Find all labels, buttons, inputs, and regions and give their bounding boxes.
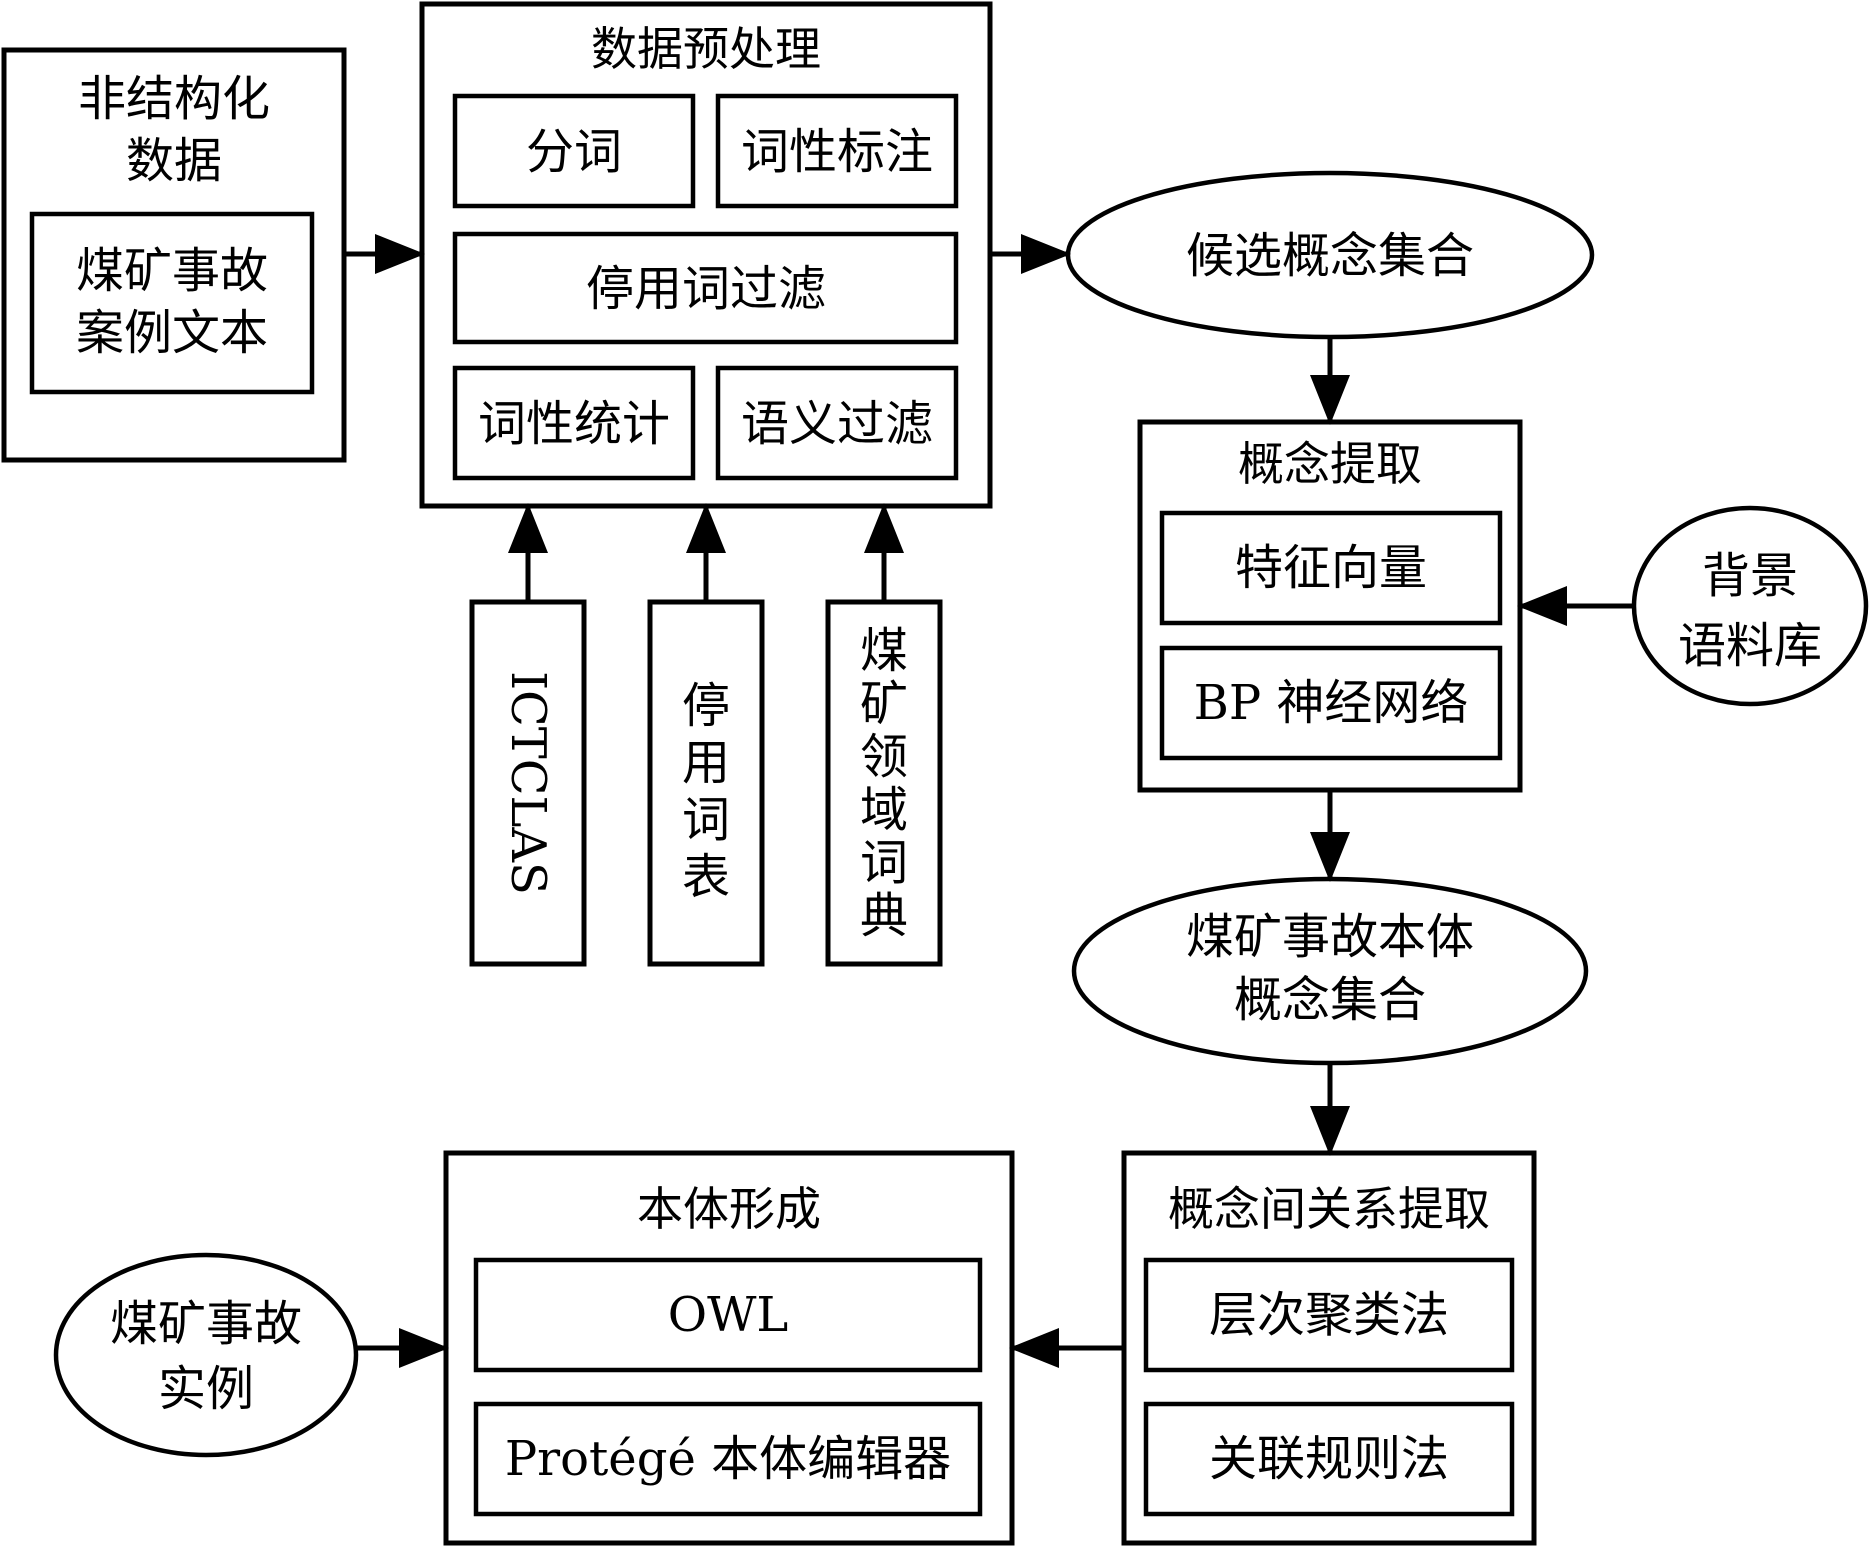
candidate-concepts-label: 候选概念集合 bbox=[1186, 228, 1474, 284]
case-text-line-1: 煤矿事故 bbox=[76, 243, 268, 299]
domain-dict-char-3: 领 bbox=[860, 729, 908, 785]
segmentation-label: 分词 bbox=[526, 124, 622, 180]
accident-instances-ellipse: 煤矿事故 实例 bbox=[53, 1252, 359, 1458]
candidate-concepts-ellipse: 候选概念集合 bbox=[1065, 170, 1595, 340]
ontology-concepts-line-1: 煤矿事故本体 bbox=[1186, 909, 1474, 965]
concept-extraction-title: 概念提取 bbox=[1238, 437, 1422, 491]
protege-label: Protégé 本体编辑器 bbox=[505, 1431, 951, 1487]
ontology-formation-box: 本体形成 OWL Protégé 本体编辑器 bbox=[443, 1150, 1015, 1546]
unstructured-data-box: 非结构化 数据 煤矿事故 案例文本 bbox=[1, 47, 347, 463]
ontology-formation-title: 本体形成 bbox=[637, 1182, 821, 1236]
ictclas-box: ICTCLAS bbox=[469, 599, 587, 967]
domain-dict-char-4: 域 bbox=[860, 782, 908, 838]
accident-instances-line-2: 实例 bbox=[158, 1361, 254, 1417]
stopword-filter-label: 停用词过滤 bbox=[586, 261, 826, 317]
domain-dict-char-5: 词 bbox=[860, 835, 908, 891]
background-corpus-line-2: 语料库 bbox=[1678, 618, 1822, 674]
stopword-list-char-2: 用 bbox=[682, 735, 730, 791]
semantic-filter-label: 语义过滤 bbox=[741, 396, 933, 452]
preprocess-box: 数据预处理 分词 词性标注 停用词过滤 词性统计 语义过滤 bbox=[419, 1, 993, 509]
relation-extraction-title: 概念间关系提取 bbox=[1168, 1182, 1490, 1236]
case-text-line-2: 案例文本 bbox=[76, 305, 268, 361]
pos-tagging-label: 词性标注 bbox=[741, 124, 933, 180]
background-corpus-ellipse: 背景 语料库 bbox=[1631, 505, 1869, 707]
concept-extraction-box: 概念提取 特征向量 BP 神经网络 bbox=[1137, 419, 1523, 793]
unstructured-title-line-1: 非结构化 bbox=[78, 71, 270, 127]
feature-vector-label: 特征向量 bbox=[1235, 540, 1427, 596]
preprocess-title: 数据预处理 bbox=[591, 22, 821, 76]
domain-dict-char-1: 煤 bbox=[860, 623, 908, 679]
background-corpus-line-1: 背景 bbox=[1702, 548, 1798, 604]
domain-dictionary-box: 煤 矿 领 域 词 典 bbox=[825, 599, 943, 967]
association-rules-label: 关联规则法 bbox=[1209, 1431, 1449, 1487]
ontology-concepts-line-2: 概念集合 bbox=[1234, 972, 1426, 1028]
ictclas-label: ICTCLAS bbox=[500, 671, 556, 895]
domain-dict-char-6: 典 bbox=[860, 888, 908, 944]
stopword-list-char-1: 停 bbox=[682, 678, 730, 734]
ontology-concepts-ellipse: 煤矿事故本体 概念集合 bbox=[1071, 876, 1589, 1066]
bp-network-label: BP 神经网络 bbox=[1194, 675, 1469, 731]
accident-instances-line-1: 煤矿事故 bbox=[110, 1296, 302, 1352]
domain-dict-char-2: 矿 bbox=[860, 676, 908, 732]
stopword-list-box: 停 用 词 表 bbox=[647, 599, 765, 967]
unstructured-title-line-2: 数据 bbox=[126, 133, 222, 189]
stopword-list-char-3: 词 bbox=[682, 792, 730, 848]
owl-label: OWL bbox=[668, 1287, 789, 1343]
relation-extraction-box: 概念间关系提取 层次聚类法 关联规则法 bbox=[1121, 1150, 1537, 1546]
stopword-list-char-4: 表 bbox=[682, 849, 730, 905]
hierarchical-clustering-label: 层次聚类法 bbox=[1209, 1287, 1449, 1343]
pos-stats-label: 词性统计 bbox=[478, 396, 670, 452]
